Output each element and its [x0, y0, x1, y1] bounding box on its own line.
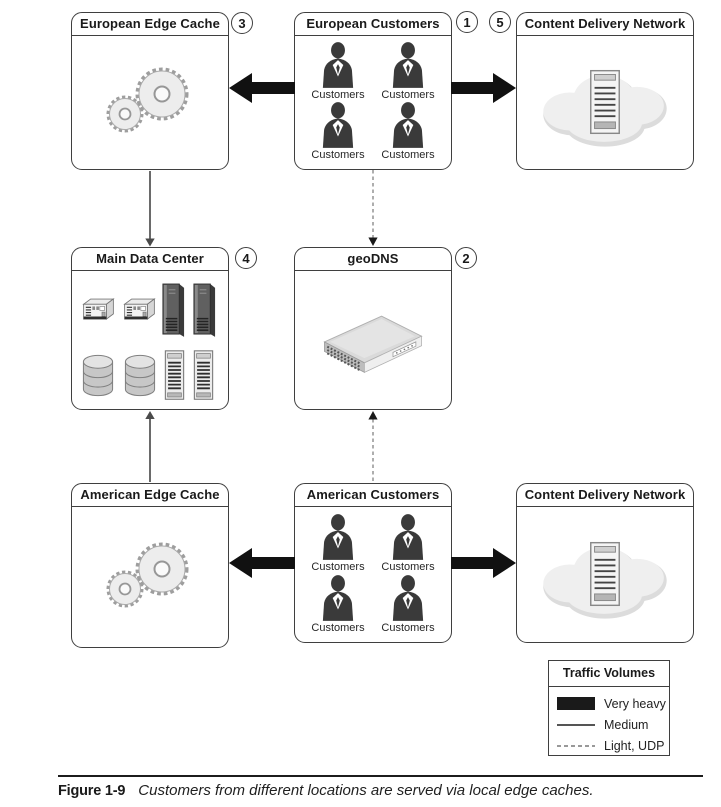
arrow-very-heavy-left-top — [229, 73, 295, 103]
gears-icon — [72, 507, 228, 646]
customer-icon — [322, 42, 354, 88]
customer-label: Customers — [311, 89, 365, 101]
box-title: European Customers — [295, 13, 451, 36]
legend-item-very-heavy: Very heavy — [549, 693, 669, 714]
customer-figure: Customers — [303, 573, 373, 634]
storage-server-icon — [193, 350, 214, 400]
customer-label: Customers — [381, 149, 435, 161]
box-european-customers: European Customers Customers Custo — [294, 12, 452, 170]
box-title: Content Delivery Network — [517, 13, 693, 36]
legend-title: Traffic Volumes — [549, 661, 669, 687]
box-cdn-bottom: Content Delivery Network — [516, 483, 694, 643]
arrow-very-heavy-left-bottom — [229, 548, 295, 578]
customers-grid: Customers Customers Customers — [295, 36, 451, 168]
box-title: American Edge Cache — [72, 484, 228, 507]
arrowhead-light-up — [368, 411, 378, 420]
customers-grid: Customers Customers Customers — [295, 507, 451, 641]
arrow-very-heavy-right-top — [451, 73, 516, 103]
network-switch-icon — [295, 271, 451, 408]
customer-label: Customers — [381, 561, 435, 573]
legend-label: Light, UDP — [604, 738, 665, 753]
box-cdn-top: Content Delivery Network — [516, 12, 694, 170]
database-icon — [124, 354, 156, 396]
rack-server-icon — [82, 298, 115, 321]
customer-icon — [392, 102, 424, 148]
legend-traffic-volumes: Traffic Volumes Very heavy Medium Light,… — [548, 660, 670, 756]
customer-figure: Customers — [303, 41, 373, 101]
customer-figure: Customers — [373, 512, 443, 573]
customer-icon — [392, 514, 424, 560]
box-main-data-center: Main Data Center — [71, 247, 229, 410]
legend-item-light-udp: Light, UDP — [549, 735, 669, 756]
customer-label: Customers — [311, 622, 365, 634]
database-icon — [82, 354, 114, 396]
figure-caption-text: Customers from different locations are s… — [138, 782, 594, 799]
box-title: American Customers — [295, 484, 451, 507]
step-badge-3: 3 — [231, 12, 253, 34]
customer-figure: Customers — [303, 101, 373, 161]
light-udp-line-swatch — [557, 744, 595, 747]
customer-label: Customers — [381, 89, 435, 101]
gears-icon — [72, 36, 228, 168]
customer-icon — [322, 575, 354, 621]
box-geodns: geoDNS — [294, 247, 452, 410]
legend-item-medium: Medium — [549, 714, 669, 735]
tower-server-icon — [162, 283, 185, 337]
box-title: Content Delivery Network — [517, 484, 693, 507]
customer-icon — [392, 42, 424, 88]
arrow-very-heavy-right-bottom — [451, 548, 516, 578]
database-icons — [80, 353, 158, 398]
customer-label: Customers — [311, 149, 365, 161]
box-title: European Edge Cache — [72, 13, 228, 36]
datacenter-icons — [72, 271, 228, 418]
customer-icon — [392, 575, 424, 621]
rack-server-icon — [123, 298, 156, 321]
box-title: Main Data Center — [72, 248, 228, 271]
customer-icon — [322, 102, 354, 148]
rack-server-icons — [81, 296, 157, 323]
step-badge-4: 4 — [235, 247, 257, 269]
customer-figure: Customers — [373, 573, 443, 634]
caption-rule — [58, 775, 703, 777]
arrowhead-medium-down — [145, 238, 155, 247]
storage-server-icon — [164, 350, 185, 400]
cloud-server-icon — [517, 507, 693, 641]
step-badge-2: 2 — [455, 247, 477, 269]
figure-number: Figure 1-9 — [58, 783, 126, 799]
step-badge-5: 5 — [489, 11, 511, 33]
customer-figure: Customers — [373, 41, 443, 101]
customer-icon — [322, 514, 354, 560]
customer-figure: Customers — [303, 512, 373, 573]
box-american-edge-cache: American Edge Cache — [71, 483, 229, 648]
very-heavy-swatch — [557, 697, 595, 710]
box-american-customers: American Customers Customers Custo — [294, 483, 452, 643]
legend-label: Medium — [604, 717, 649, 732]
medium-line-swatch — [557, 723, 595, 726]
step-badge-1: 1 — [456, 11, 478, 33]
customer-figure: Customers — [373, 101, 443, 161]
cloud-server-icon — [517, 36, 693, 168]
tower-server-icons — [161, 282, 217, 338]
storage-server-icons — [163, 349, 215, 402]
arrowhead-light-down — [368, 237, 378, 246]
legend-label: Very heavy — [604, 696, 666, 711]
customer-label: Customers — [381, 622, 435, 634]
figure-caption: Figure 1-9 Customers from different loca… — [58, 782, 708, 799]
box-european-edge-cache: European Edge Cache — [71, 12, 229, 170]
box-title: geoDNS — [295, 248, 451, 271]
customer-label: Customers — [311, 561, 365, 573]
tower-server-icon — [193, 283, 216, 337]
